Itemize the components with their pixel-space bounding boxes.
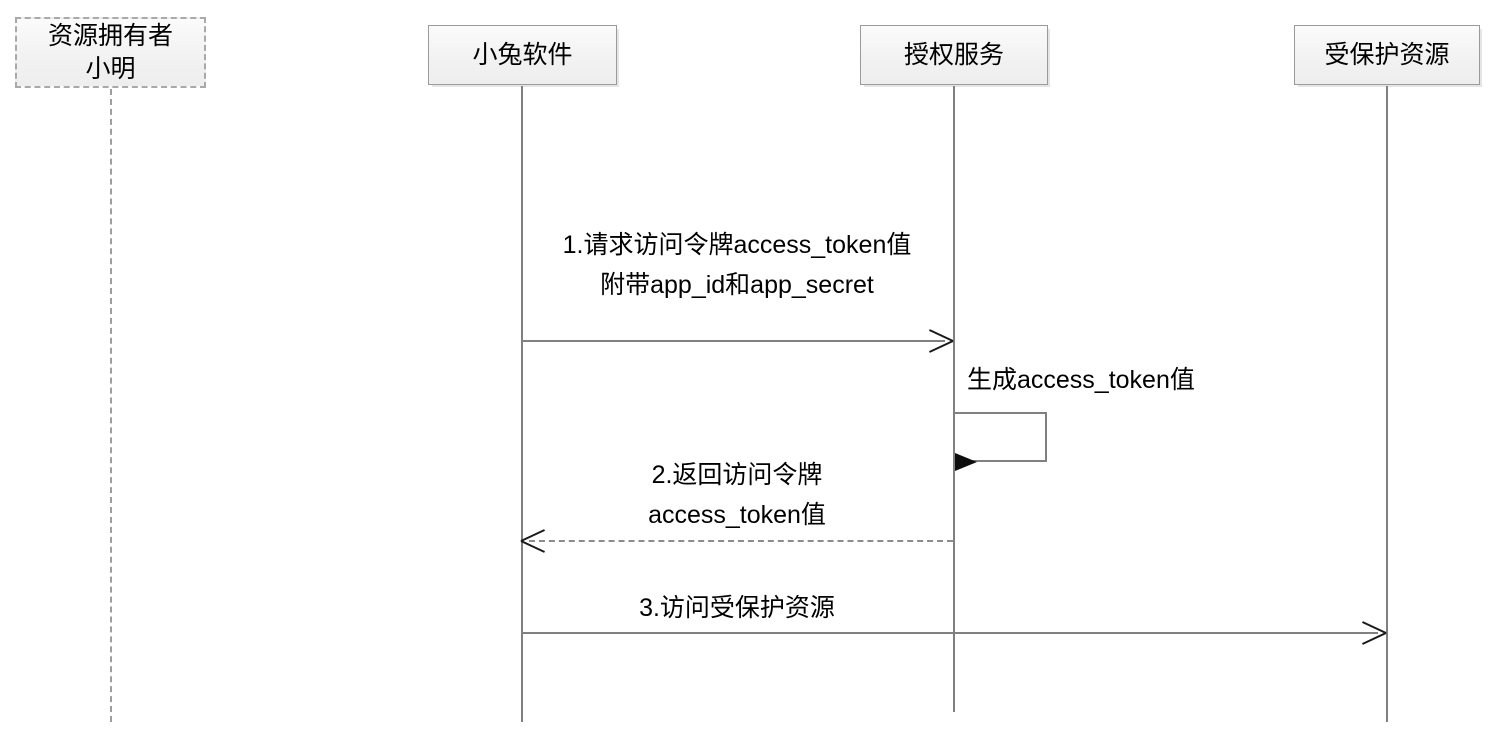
- participant-box-rabbit-software[interactable]: 小兔软件: [428, 25, 617, 85]
- participant-label-line2: 小明: [85, 54, 136, 83]
- message-arrow-3: [521, 632, 1378, 634]
- participant-label-line1: 受保护资源: [1324, 40, 1450, 69]
- participant-label-line1: 资源拥有者: [47, 21, 173, 50]
- message-label-1: 1.请求访问令牌access_token值 附带app_id和app_secre…: [521, 225, 953, 305]
- message-label-2: 2.返回访问令牌 access_token值: [521, 455, 953, 535]
- message-label-line1: 生成access_token值: [967, 366, 1195, 394]
- lifeline-authorization-service: [953, 86, 955, 712]
- participant-box-protected-resource[interactable]: 受保护资源: [1294, 25, 1480, 85]
- message-label-line2: access_token值: [648, 501, 826, 529]
- arrowhead-left-filled-icon: [955, 453, 977, 471]
- self-message-loop-authorization-service: [953, 412, 1047, 462]
- lifeline-rabbit-software: [521, 86, 523, 722]
- message-arrow-1: [521, 340, 945, 342]
- participant-label-line1: 授权服务: [903, 40, 1004, 69]
- participant-box-resource-owner[interactable]: 资源拥有者 小明: [15, 17, 206, 88]
- message-label-line1: 3.访问受保护资源: [639, 594, 835, 622]
- lifeline-protected-resource: [1386, 86, 1388, 722]
- message-label-3: 3.访问受保护资源: [521, 588, 953, 628]
- participant-label-line1: 小兔软件: [472, 40, 573, 69]
- message-label-self: 生成access_token值: [967, 360, 1367, 400]
- message-label-line1: 2.返回访问令牌: [651, 461, 823, 489]
- message-arrow-2: [529, 540, 953, 542]
- message-label-line2: 附带app_id和app_secret: [600, 271, 874, 299]
- lifeline-resource-owner: [110, 89, 112, 722]
- message-label-line1: 1.请求访问令牌access_token值: [562, 231, 912, 259]
- participant-box-authorization-service[interactable]: 授权服务: [860, 25, 1048, 85]
